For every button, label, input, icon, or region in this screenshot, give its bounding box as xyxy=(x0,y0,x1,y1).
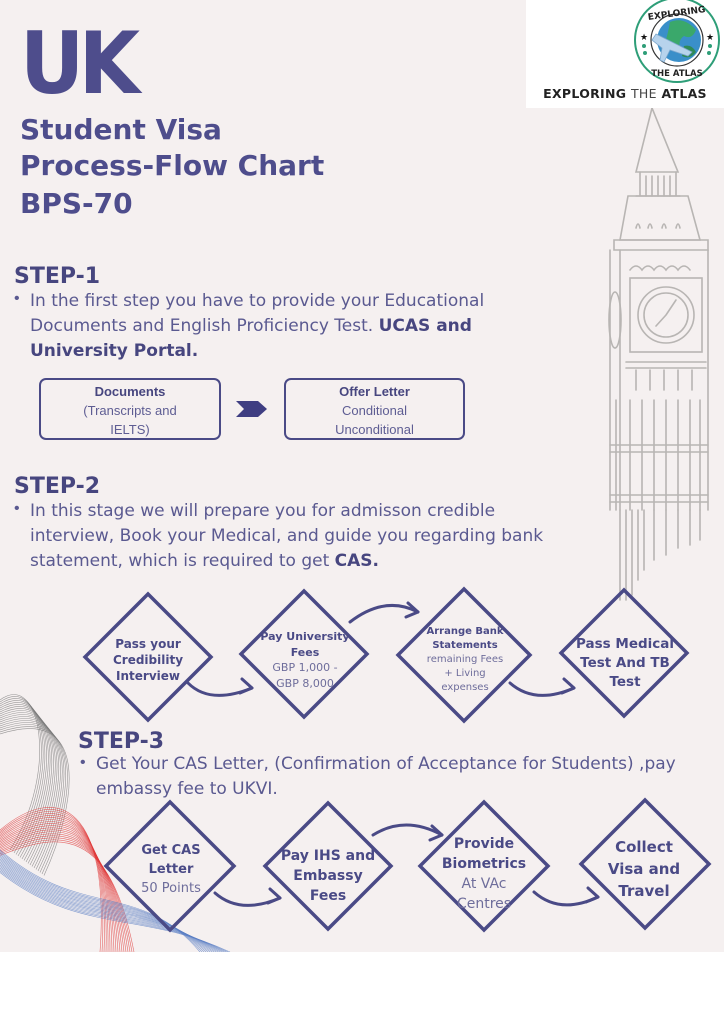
node-line: At VAc xyxy=(461,876,507,892)
subtitle-line-1: Student Visa xyxy=(20,113,222,146)
step-1-bold-text: UCAS and University Portal. xyxy=(30,316,472,361)
node-title-line: Pass Medical xyxy=(575,636,675,652)
node-title-line: Pass your xyxy=(115,637,181,651)
node-title-line: Visa and xyxy=(607,860,681,878)
arrow-6-curve-icon xyxy=(532,890,600,907)
globe-plane-logo-icon: EXPLORING THE ATLAS ★ ★ xyxy=(634,0,720,83)
flow-diagram xyxy=(82,586,712,933)
poster: UK Student Visa Process-Flow Chart BPS-7… xyxy=(0,0,724,952)
node-title: Offer Letter xyxy=(339,384,410,399)
step-2-description: In this stage we will prepare you for ad… xyxy=(30,499,570,574)
node-bank-statements: Arrange Bank Statements remaining Fees +… xyxy=(412,625,518,695)
node-title-line: Fees xyxy=(309,888,347,904)
bullet-icon: • xyxy=(14,500,20,517)
star-icon: ★ xyxy=(706,32,714,42)
bullet-icon: • xyxy=(14,290,20,307)
decorative-waves xyxy=(0,694,231,952)
node-title-line: Letter xyxy=(148,862,194,877)
node-title-line: Provide xyxy=(453,836,515,852)
node-title-line: Test xyxy=(609,674,641,690)
step-3-text: Get Your CAS Letter, (Confirmation of Ac… xyxy=(96,754,676,799)
node-line: GBP 1,000 - xyxy=(272,661,338,674)
diamond-collect-visa xyxy=(578,797,712,931)
step-2-text: In this stage we will prepare you for ad… xyxy=(30,501,544,571)
node-line: 50 Points xyxy=(141,881,201,896)
bullet-icon: • xyxy=(80,754,86,771)
exploring-the-atlas-logo: EXPLORING THE ATLAS ★ ★ EXPLORING THE AT… xyxy=(526,0,724,108)
country-title: UK xyxy=(20,14,140,114)
node-offer-letter: Offer Letter Conditional Unconditional xyxy=(284,378,465,440)
blue-wave xyxy=(0,849,231,952)
node-title-line: Biometrics xyxy=(441,856,527,872)
node-collect-visa: Collect Visa and Travel xyxy=(594,836,694,902)
node-line: IELTS) xyxy=(110,422,150,437)
step-3-heading: STEP-3 xyxy=(78,729,165,754)
arrow-3-head-icon xyxy=(560,677,576,695)
node-biometrics: Provide Biometrics At VAc Centres xyxy=(434,834,534,914)
logo-label: EXPLORING THE ATLAS xyxy=(526,86,724,101)
node-title-line: Arrange Bank xyxy=(426,626,504,637)
node-ihs-embassy-fees: Pay IHS and Embassy Fees xyxy=(276,846,380,906)
logo-label-word: ATLAS xyxy=(661,86,707,101)
node-line: Unconditional xyxy=(335,422,414,437)
diamond-ihs-embassy-fees xyxy=(262,800,394,932)
node-line: Centres xyxy=(456,896,512,912)
node-title-line: Pay IHS and xyxy=(280,848,376,864)
step-1-heading: STEP-1 xyxy=(14,264,101,289)
logo-ring-bottom-text: THE ATLAS xyxy=(651,69,703,79)
node-cas-letter: Get CAS Letter 50 Points xyxy=(125,841,217,898)
step-1-description: In the first step you have to provide yo… xyxy=(30,289,570,364)
diamond-university-fees xyxy=(238,588,370,720)
node-documents: Documents (Transcripts and IELTS) xyxy=(39,378,221,440)
node-title-line: Embassy xyxy=(293,868,363,884)
logo-label-word: THE xyxy=(630,86,657,101)
arrow-4-head-icon xyxy=(266,887,282,905)
chevron-arrow-icon xyxy=(236,401,267,417)
subtitle-line-2: Process-Flow Chart xyxy=(20,149,325,182)
diamond-cas-letter xyxy=(103,799,237,933)
node-line: Conditional xyxy=(341,403,408,418)
arrow-5-curve-icon xyxy=(371,823,444,837)
node-title-line: Fees xyxy=(290,645,320,659)
diamond-credibility-interview xyxy=(82,591,214,723)
arrow-1-head-icon xyxy=(238,677,254,695)
node-credibility-interview: Pass your Credibility Interview xyxy=(98,636,198,684)
node-title-line: Pay University xyxy=(260,630,350,643)
subtitle-line-3: BPS-70 xyxy=(20,187,133,220)
node-title-line: Statements xyxy=(432,640,498,651)
node-title-line: Interview xyxy=(116,669,180,683)
node-title-line: Credibility xyxy=(112,653,184,667)
node-line: (Transcripts and xyxy=(83,403,177,418)
star-icon: ★ xyxy=(640,32,648,42)
node-medical-test: Pass Medical Test And TB Test xyxy=(570,635,680,692)
node-line: GBP 8,000 xyxy=(276,676,334,690)
logo-label-word: EXPLORING xyxy=(543,86,627,101)
node-university-fees: Pay University Fees GBP 1,000 - GBP 8,00… xyxy=(252,629,358,691)
diamond-bank-statements xyxy=(395,586,533,724)
arrow-2-head-icon xyxy=(404,601,420,619)
node-line: + Living xyxy=(444,668,486,679)
node-title: Documents xyxy=(94,384,166,399)
node-line: expenses xyxy=(441,682,489,693)
diamond-medical-test xyxy=(558,587,690,719)
step-2-heading: STEP-2 xyxy=(14,474,101,499)
node-title-line: Get CAS xyxy=(141,843,201,858)
step-1-text: In the first step you have to provide yo… xyxy=(30,291,485,336)
step-3-description: Get Your CAS Letter, (Confirmation of Ac… xyxy=(96,752,706,802)
diamond-biometrics xyxy=(417,799,551,933)
node-title-line: Test And TB xyxy=(580,655,670,671)
big-ben-sketch xyxy=(608,101,709,601)
step-2-bold-text: CAS. xyxy=(334,551,380,571)
node-title-line: Collect xyxy=(615,838,673,856)
arrow-5-head-icon xyxy=(428,824,444,842)
node-line: remaining Fees xyxy=(426,654,504,665)
arrow-2-curve-icon xyxy=(348,604,420,624)
arrow-6-head-icon xyxy=(584,886,600,904)
node-title-line: Travel xyxy=(618,882,670,900)
